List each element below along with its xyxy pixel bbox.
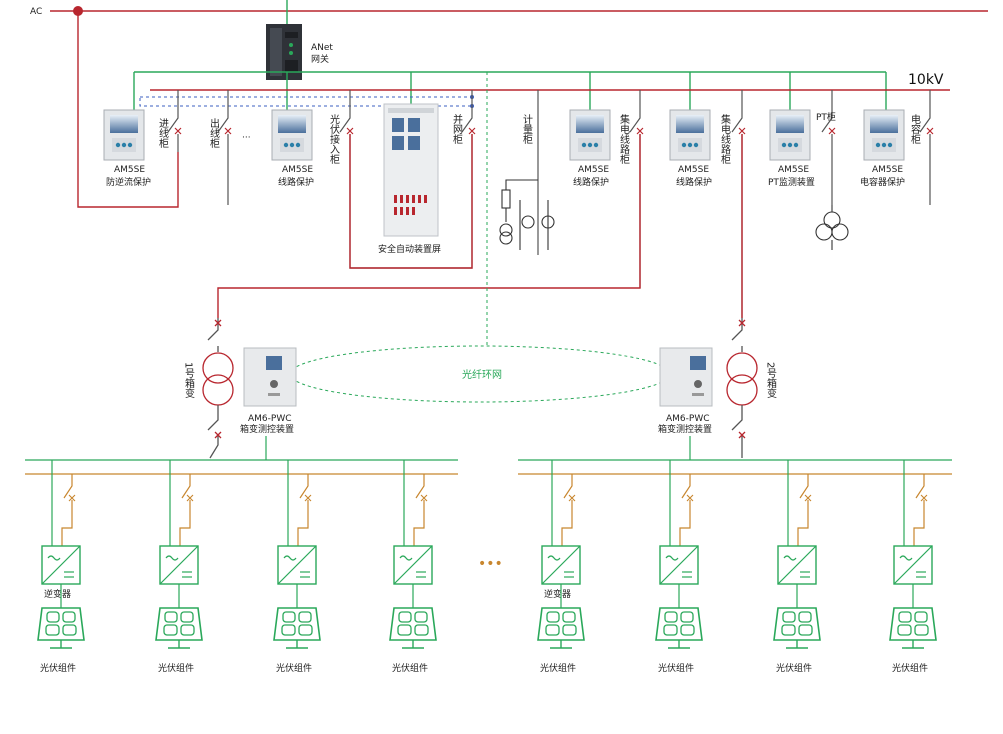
inverter-icon	[777, 545, 817, 585]
pv-panel-icon	[37, 607, 85, 649]
pv-panel-icon	[889, 607, 937, 649]
cabinet-outgoing: 出线柜	[208, 117, 220, 149]
am6-pwc-right-icon	[659, 347, 713, 407]
pv-label: 光伏组件	[892, 662, 928, 674]
cabinet-metering: 计量柜	[521, 113, 533, 145]
cabinet-pt: PT柜	[816, 111, 836, 123]
transformer-2-branch	[726, 318, 758, 458]
cabinet-collector-2: 集电线路柜	[719, 113, 731, 165]
cabinet-capacitor: 电容柜	[909, 113, 921, 145]
relay-function: PT监测装置	[768, 176, 815, 188]
inverter-branch: 光伏组件	[773, 460, 821, 674]
safety-screen-label: 安全自动装置屏	[378, 243, 441, 255]
am6-right-model: AM6-PWC	[666, 414, 710, 424]
relay-function: 线路保护	[573, 176, 609, 188]
relay-am5se-icon	[103, 109, 145, 161]
pv-label: 光伏组件	[658, 662, 694, 674]
cabinet-collector-1: 集电线路柜	[618, 113, 630, 165]
inverter-icon	[393, 545, 433, 585]
pv-panel-icon	[389, 607, 437, 649]
pt-transformer-icon	[815, 205, 849, 250]
am6-right-func: 箱变测控装置	[658, 423, 712, 435]
inverter-group-ellipsis: •••	[478, 556, 503, 572]
am6-pwc-left-icon	[243, 347, 297, 407]
pv-label: 光伏组件	[776, 662, 812, 674]
collector-feeder-left	[217, 134, 641, 318]
relay-am5se-icon	[863, 109, 905, 161]
transformer-1-label: 1号箱变	[183, 362, 195, 399]
pv-label: 光伏组件	[540, 662, 576, 674]
transformer-2-label: 2号箱变	[765, 362, 777, 399]
metering-ct-pt-icon	[499, 179, 555, 250]
gateway-device-icon	[266, 24, 302, 80]
fiber-ring-label: 光纤环网	[462, 368, 502, 381]
inverter-icon	[277, 545, 317, 585]
cabinet-grid: 并网柜	[451, 113, 463, 145]
relay-function: 防逆流保护	[106, 176, 151, 188]
relay-am5se-icon	[669, 109, 711, 161]
gateway-model: ANet	[311, 43, 333, 53]
relay-am5se-icon	[769, 109, 811, 161]
safety-screen-cabinet-icon	[383, 103, 439, 237]
inverter-branch: 光伏组件	[889, 460, 937, 674]
am6-left-func: 箱变测控装置	[240, 423, 294, 435]
relay-model: AM5SE	[114, 165, 145, 175]
inverter-branch: 光伏组件	[273, 460, 321, 674]
pv-access-feeder	[349, 134, 473, 269]
pv-panel-icon	[773, 607, 821, 649]
relay-model: AM5SE	[778, 165, 809, 175]
pv-label: 光伏组件	[158, 662, 194, 674]
relay-function: 线路保护	[676, 176, 712, 188]
pv-panel-icon	[273, 607, 321, 649]
inverter-icon	[41, 545, 81, 585]
bus-10kv-label: 10kV	[908, 72, 944, 88]
relay-model: AM5SE	[872, 165, 903, 175]
comm-drops	[133, 72, 887, 110]
pv-label: 光伏组件	[40, 662, 76, 674]
ac-label: AC	[30, 7, 42, 17]
cabinet-ellipsis: ···	[242, 133, 251, 143]
inverter-label: 逆变器	[44, 588, 71, 600]
pv-panel-icon	[155, 607, 203, 649]
inverter-icon	[893, 545, 933, 585]
inverter-branch: 光伏组件	[655, 460, 703, 674]
inverter-icon	[159, 545, 199, 585]
transformer-1-branch	[202, 318, 234, 459]
relay-function: 电容器保护	[860, 176, 905, 188]
pv-panel-icon	[537, 607, 585, 649]
relay-am5se-icon	[271, 109, 313, 161]
relay-am5se-icon	[569, 109, 611, 161]
relay-model: AM5SE	[282, 165, 313, 175]
pv-label: 光伏组件	[276, 662, 312, 674]
inverter-label: 逆变器	[544, 588, 571, 600]
inverter-branch: 光伏组件	[155, 460, 203, 674]
am6-left-model: AM6-PWC	[248, 414, 292, 424]
cabinet-incoming: 进线柜	[157, 118, 169, 149]
gateway-name: 网关	[311, 53, 329, 65]
inverter-icon	[659, 545, 699, 585]
pv-label: 光伏组件	[392, 662, 428, 674]
relay-function: 线路保护	[278, 176, 314, 188]
ac-feed-line	[77, 11, 179, 208]
cabinet-pv-access: 光伏接入柜	[328, 113, 340, 165]
relay-model: AM5SE	[578, 165, 609, 175]
relay-model: AM5SE	[678, 165, 709, 175]
bus-switch-marks	[174, 127, 934, 135]
inverter-branch: 光伏组件	[389, 460, 437, 674]
inverter-icon	[541, 545, 581, 585]
pv-panel-icon	[655, 607, 703, 649]
